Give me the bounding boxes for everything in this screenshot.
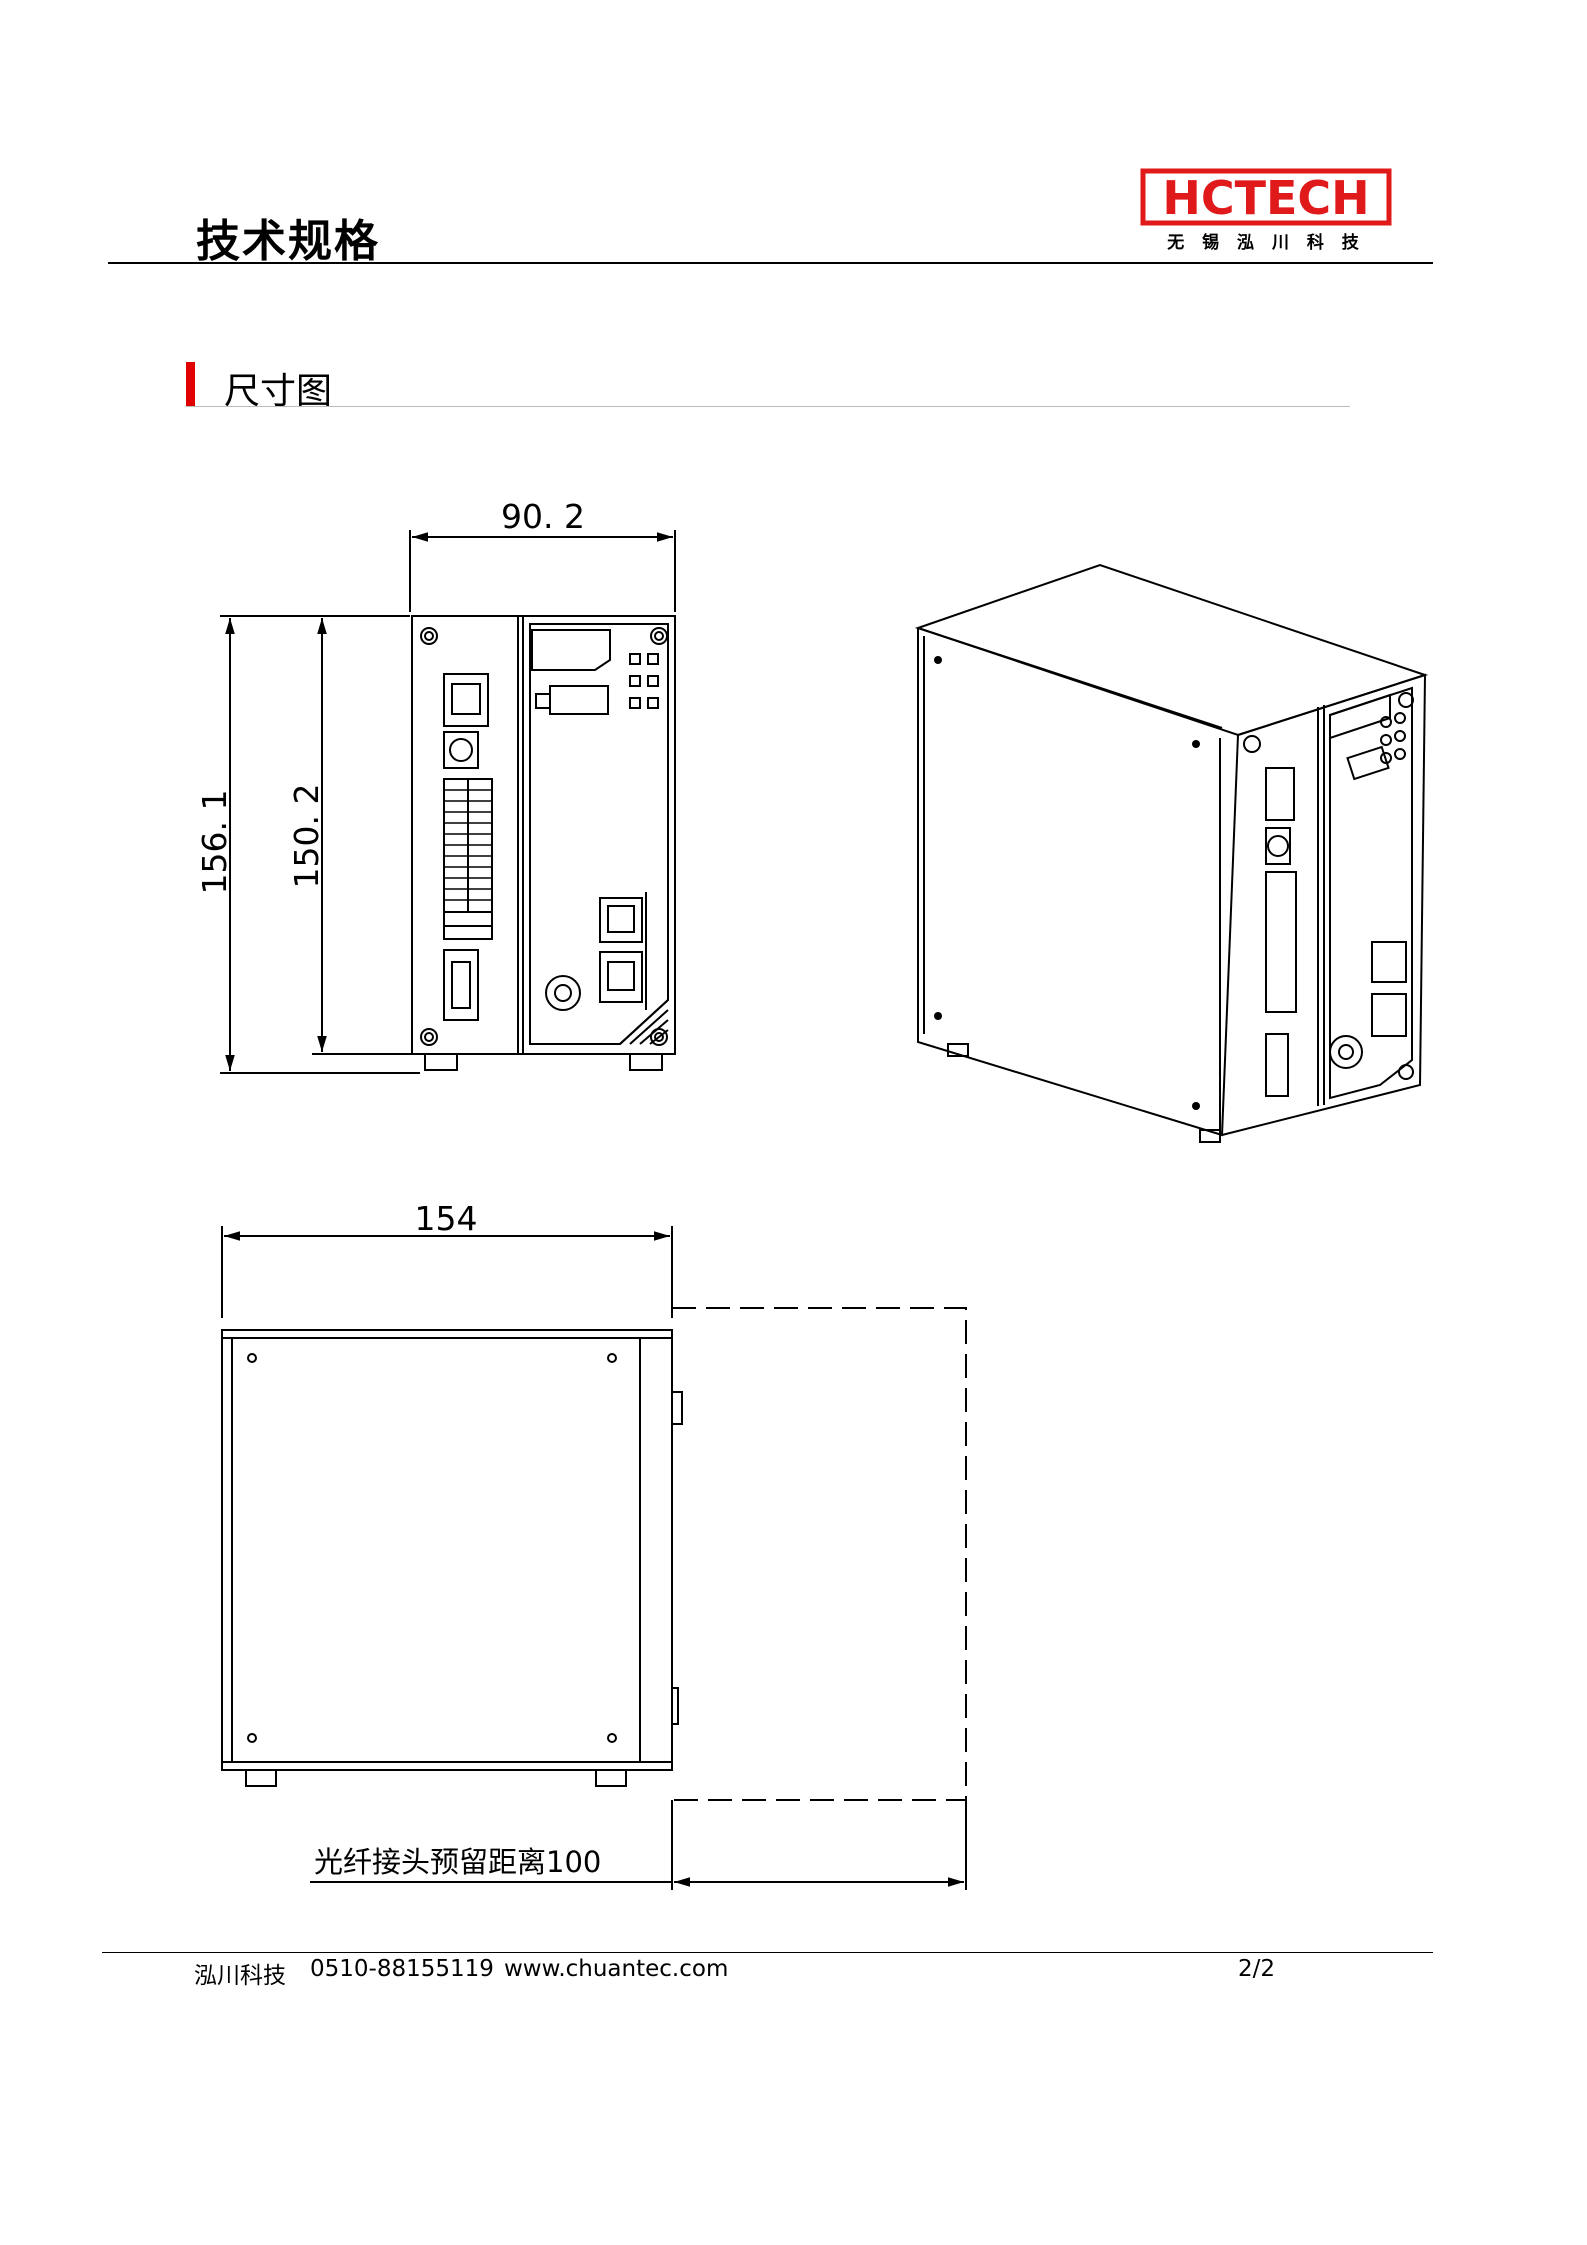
- iso-screws: [934, 656, 1200, 1110]
- footer-company: 泓川科技: [194, 1963, 286, 1989]
- footer-website[interactable]: www.chuantec.com: [504, 1956, 729, 1982]
- page-number: 2/2: [1238, 1956, 1276, 1982]
- front-width-label: 90. 2: [501, 497, 585, 536]
- header-divider: [108, 262, 1433, 264]
- page-title: 技术规格: [196, 216, 380, 267]
- footer-phone: 0510-88155119: [310, 1956, 494, 1982]
- front-view: [220, 530, 676, 1074]
- front-height-total-label: 156. 1: [195, 790, 234, 895]
- footer-divider: [102, 1952, 1433, 1953]
- terminal-pins: [444, 789, 492, 901]
- section-marker: [186, 362, 195, 406]
- side-width-label: 154: [415, 1199, 478, 1238]
- isometric-view: [914, 563, 1429, 1143]
- logo-subtitle: 无 锡 泓 川 科 技: [1166, 232, 1365, 253]
- front-height-body-label: 150. 2: [287, 784, 326, 889]
- logo-text: HCTECH: [1162, 171, 1369, 225]
- fiber-clearance-note: 光纤接头预留距离100: [314, 1845, 601, 1879]
- section-title: 尺寸图: [224, 371, 333, 412]
- section-divider: [186, 406, 1350, 407]
- hctech-logo: HCTECH 无 锡 泓 川 科 技: [1140, 168, 1392, 253]
- side-view: [221, 1226, 967, 1890]
